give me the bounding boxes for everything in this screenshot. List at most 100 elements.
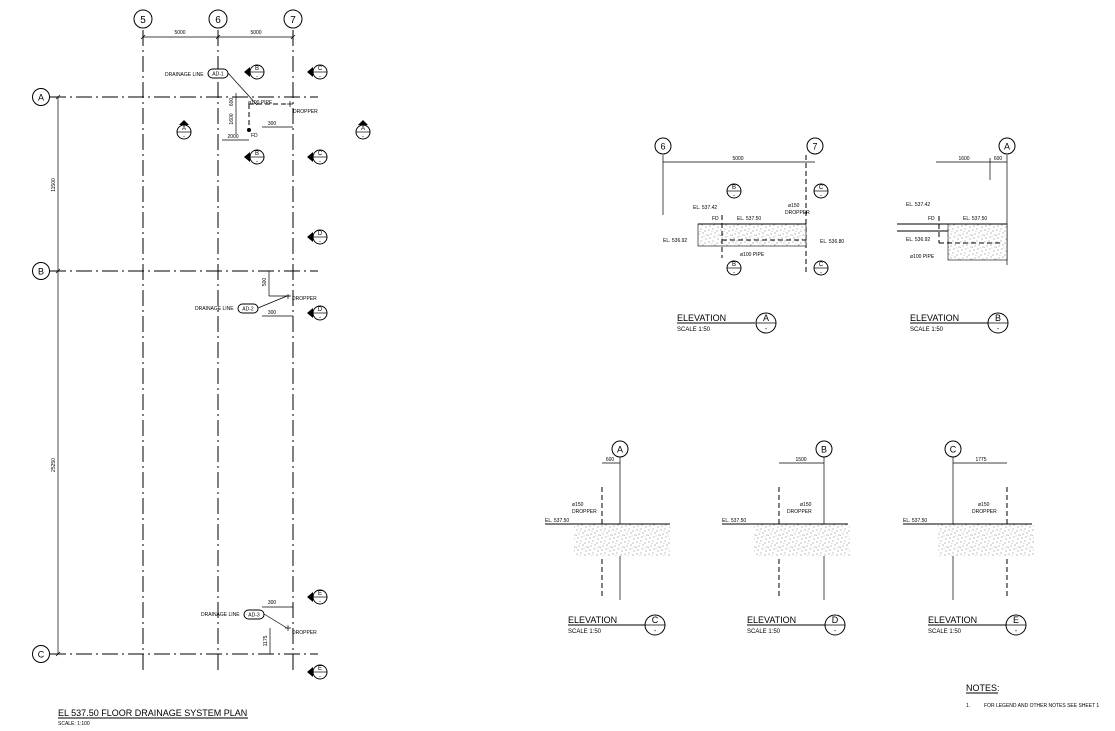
- elev-d-label: ELEVATION: [747, 615, 796, 625]
- pipe150-a: ø150: [788, 203, 800, 209]
- grid-bubble-6-elev: 6: [654, 137, 672, 155]
- dim-1600-elev: 1600: [958, 156, 969, 162]
- grid-bubble-7-elev: 7: [806, 137, 824, 155]
- grid-bubble-b-elev-d: B: [815, 440, 833, 458]
- svg-text:C: C: [318, 66, 323, 72]
- dim-500: 500: [262, 278, 268, 287]
- drain-detail-ad2: 500 DROPPER 300 DRAINAGE LINE AD-2: [195, 271, 317, 317]
- grid-bubble-a-elev: A: [998, 137, 1016, 155]
- elevation-b: A 1600 600 EL. 537.42 FD EL. 537.50 EL. …: [897, 137, 1016, 334]
- svg-text:A: A: [361, 126, 365, 132]
- drainage-line-label-ad3: DRAINAGE LINE: [201, 612, 240, 618]
- svg-text:-: -: [654, 628, 657, 635]
- svg-text:6: 6: [215, 15, 221, 26]
- line-tag-ad1: AD-1: [212, 72, 224, 78]
- elev-e-letter: E: [1013, 615, 1019, 625]
- svg-text:-: -: [319, 674, 321, 680]
- slab-c: [574, 524, 670, 556]
- svg-text:A: A: [182, 126, 186, 132]
- pipe100-b: ø100 PIPE: [910, 254, 935, 260]
- dropper-label-ad2: DROPPER: [292, 296, 317, 302]
- svg-text:C: C: [318, 151, 323, 157]
- el-top-d: EL. 537.50: [722, 518, 746, 524]
- dim-300-ad1: 300: [268, 121, 277, 127]
- section-marker-a-right: A -: [355, 120, 371, 140]
- notes: NOTES: 1. FOR LEGEND AND OTHER NOTES SEE…: [966, 683, 1099, 709]
- svg-text:-: -: [765, 326, 768, 333]
- svg-text:-: -: [820, 270, 822, 276]
- svg-text:-: -: [997, 326, 1000, 333]
- elev-e-label: ELEVATION: [928, 615, 977, 625]
- svg-text:7: 7: [812, 142, 817, 152]
- elevation-a: 6 7 5000 EL. 537.42 FD EL. 537.50 EL. 53…: [654, 137, 844, 334]
- el-top-e: EL. 537.50: [903, 518, 927, 524]
- slab-d: [754, 524, 850, 556]
- dim-5000-b: 5000: [250, 30, 261, 36]
- el-top-a: EL. 537.50: [737, 216, 761, 222]
- elev-b-scale: SCALE 1:50: [910, 327, 944, 333]
- el-top-b: EL. 537.50: [963, 216, 987, 222]
- elevation-c: A 600 ø150 DROPPER EL. 537.50 ELEVATION …: [545, 440, 670, 636]
- fd-b: FD: [928, 216, 935, 222]
- el-bottom-a: EL. 536.92: [663, 238, 687, 244]
- svg-text:-: -: [319, 599, 321, 605]
- slab-a: [697, 223, 807, 247]
- drainage-line-label-ad2: DRAINAGE LINE: [195, 306, 234, 312]
- elev-d-scale: SCALE 1:50: [747, 629, 781, 635]
- grid-bubble-5: 5: [133, 9, 153, 29]
- section-marker-c-top: C -: [307, 64, 328, 80]
- floor-plan: 5 6 7 A B C 5000 5000: [32, 9, 371, 727]
- svg-text:B: B: [38, 267, 44, 277]
- dropper-a: DROPPER: [785, 210, 810, 216]
- svg-text:C: C: [950, 445, 957, 455]
- elev-a-label: ELEVATION: [677, 313, 726, 323]
- grid-bubble-c: C: [32, 645, 50, 663]
- pipe150-c: ø150: [572, 502, 584, 508]
- dropper-c: DROPPER: [572, 509, 597, 515]
- dim-5000-a: 5000: [174, 30, 185, 36]
- slab-b: [947, 223, 1008, 261]
- pipe-label-ad1: ø100 PIPE: [248, 100, 273, 106]
- svg-text:B: B: [255, 151, 259, 157]
- svg-text:-: -: [256, 159, 258, 165]
- note-1-text: FOR LEGEND AND OTHER NOTES SEE SHEET 1: [984, 703, 1099, 709]
- grid-bubble-a: A: [32, 88, 50, 106]
- slab-e: [938, 524, 1034, 556]
- dropper-label-ad3: DROPPER: [292, 630, 317, 636]
- dim-1500: 1500: [795, 457, 806, 463]
- svg-text:E: E: [318, 591, 322, 597]
- elev-c-label: ELEVATION: [568, 615, 617, 625]
- dim-1175: 1175: [263, 635, 269, 646]
- elevation-d: B 1500 ø150 DROPPER EL. 537.50 ELEVATION…: [722, 440, 850, 636]
- svg-text:5: 5: [140, 15, 146, 26]
- elev-d-letter: D: [832, 615, 839, 625]
- svg-text:A: A: [38, 93, 44, 103]
- dim-top: 5000 5000: [140, 30, 296, 40]
- grid-bubble-7: 7: [283, 9, 303, 29]
- el-fd-a: EL. 537.42: [693, 205, 717, 211]
- svg-text:-: -: [733, 270, 735, 276]
- pipe150-d: ø150: [800, 502, 812, 508]
- svg-text:-: -: [1015, 628, 1018, 635]
- elev-b-label: ELEVATION: [910, 313, 959, 323]
- elevation-e: C 1775 ø150 DROPPER EL. 537.50 ELEVATION…: [903, 440, 1034, 636]
- section-marker-d-bottom: D -: [307, 305, 328, 321]
- line-tag-ad2: AD-2: [242, 307, 254, 313]
- dim-5000-elev: 5000: [732, 156, 743, 162]
- svg-text:E: E: [318, 666, 322, 672]
- section-marker-d-top: D -: [307, 229, 328, 245]
- pipe100-a: ø100 PIPE: [740, 252, 765, 258]
- dim-300-ad2: 300: [268, 310, 277, 316]
- line-tag-ad3-shape: [243, 609, 265, 620]
- section-marker-e-top: E -: [307, 589, 328, 605]
- svg-text:-: -: [733, 193, 735, 199]
- section-marker-c-bottom: C -: [307, 149, 328, 165]
- grid-bubble-6: 6: [208, 9, 228, 29]
- elev-c-letter: C: [652, 615, 659, 625]
- svg-text:-: -: [319, 239, 321, 245]
- elev-a-scale: SCALE 1:50: [677, 327, 711, 333]
- dim-1775: 1775: [975, 457, 986, 463]
- elev-e-scale: SCALE 1:50: [928, 629, 962, 635]
- section-marker-b-bottom: B -: [244, 149, 265, 165]
